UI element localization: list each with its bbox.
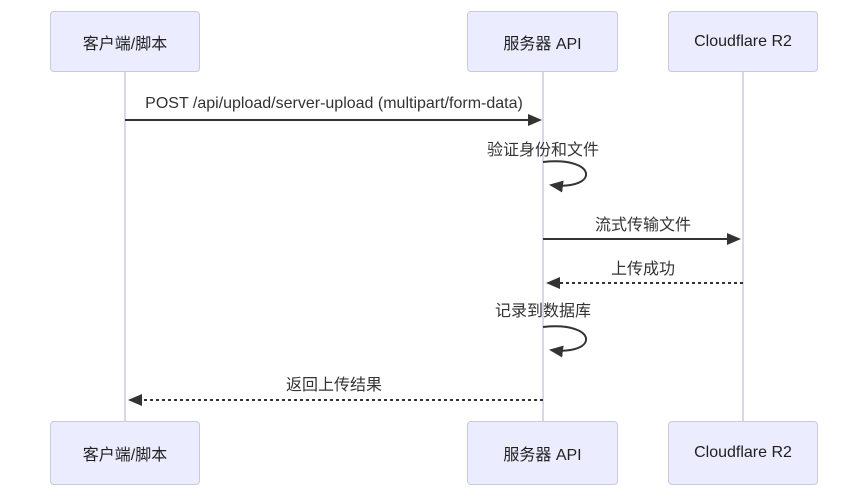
message-label-validate: 验证身份和文件: [486, 142, 599, 159]
message-label-stream-file: 流式传输文件: [594, 217, 691, 234]
actor-box-r2-bottom: Cloudflare R2: [668, 421, 818, 485]
actor-box-client-bottom: 客户端/脚本: [50, 421, 200, 485]
message-label-record-db: 记录到数据库: [494, 303, 591, 320]
actor-box-r2-top: Cloudflare R2: [668, 11, 818, 72]
message-label-return-result: 返回上传结果: [285, 377, 382, 394]
self-loop-arrow-record-db: [542, 325, 587, 358]
actor-box-client-top: 客户端/脚本: [50, 11, 200, 72]
actor-box-server-bottom: 服务器 API: [467, 421, 618, 485]
message-label-post-upload: POST /api/upload/server-upload (multipar…: [145, 95, 523, 112]
actor-box-server-top: 服务器 API: [467, 11, 618, 72]
self-loop-arrow-validate: [542, 160, 587, 193]
message-label-upload-success: 上传成功: [610, 261, 675, 278]
